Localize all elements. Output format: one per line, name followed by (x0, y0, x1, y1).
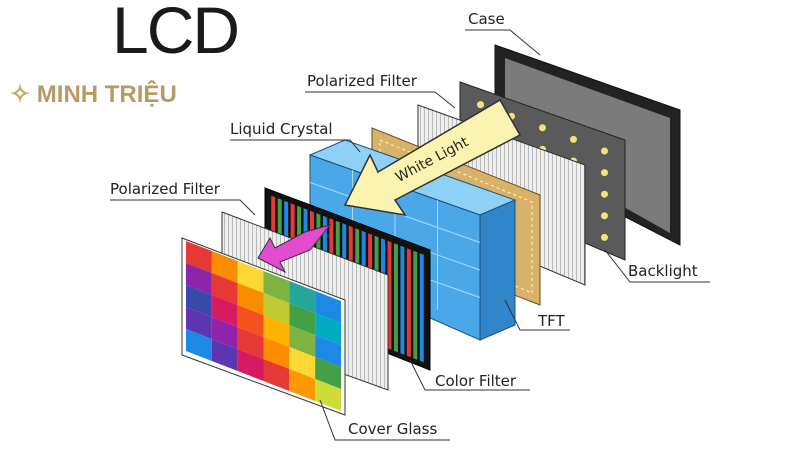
cover-glass-pixel (315, 291, 341, 323)
cover-glass-pixel (315, 335, 341, 367)
backlight-led (601, 233, 608, 241)
watermark-logo: ✧ MINH TRIỆU (10, 81, 177, 108)
cover-glass-pixel (211, 295, 238, 327)
cover-glass-pixel (315, 313, 341, 345)
cover-glass-pixel (237, 305, 264, 337)
backlight-led (477, 101, 484, 109)
color-filter-stripe (419, 253, 424, 363)
cover-glass-pixel (211, 339, 238, 371)
color-filter-stripe (406, 248, 411, 358)
cover-glass-layer (181, 237, 346, 416)
cover-glass-pixel (211, 251, 238, 283)
colored-light-arrow (257, 224, 332, 274)
cover-glass-pixel (289, 369, 316, 401)
cover-glass-pixel (263, 359, 290, 391)
cover-glass-pixel (186, 329, 212, 361)
cover-glass-pixel (186, 285, 212, 317)
label-polarized-filter-back: Polarized Filter (307, 72, 417, 90)
cover-glass-pixel (211, 273, 238, 305)
label-backlight: Backlight (628, 262, 698, 280)
cover-glass-pixel (289, 303, 316, 335)
cover-glass-pixel (263, 293, 290, 325)
backlight-led (601, 169, 608, 177)
cover-glass-pixel (237, 283, 264, 315)
backlight-led (570, 135, 577, 143)
label-tft: TFT (538, 312, 565, 330)
label-cover-glass: Cover Glass (348, 420, 438, 438)
cover-glass-pixel (289, 281, 316, 313)
diagram-title: LCD (112, 0, 240, 67)
cover-glass-pixel (211, 317, 238, 349)
cover-glass-pixel (237, 349, 264, 381)
color-filter-stripe (400, 245, 405, 355)
label-case: Case (468, 10, 505, 28)
white-light-arrow (343, 98, 522, 217)
cover-glass-pixel (289, 325, 316, 357)
cover-glass-pixel (237, 261, 264, 293)
leader-lines (110, 29, 710, 441)
label-color-filter: Color Filter (435, 372, 517, 390)
cover-glass-pixel (237, 327, 264, 359)
backlight-led (601, 190, 608, 198)
label-liquid-crystal: Liquid Crystal (230, 120, 333, 138)
backlight-led (601, 212, 608, 220)
cover-glass-pixel (263, 271, 290, 303)
cover-glass-pixel (289, 347, 316, 379)
color-filter-stripe (413, 250, 418, 360)
cover-glass-pixel (186, 307, 212, 339)
backlight-led (601, 147, 608, 155)
cover-glass-pixel (186, 241, 212, 273)
cover-glass-pixel (315, 357, 341, 389)
label-polarized-filter-front: Polarized Filter (110, 180, 220, 198)
cover-glass-pixel (263, 315, 290, 347)
cover-glass-pixel (186, 263, 212, 295)
color-filter-stripe (393, 243, 398, 353)
backlight-led (539, 124, 546, 132)
cover-glass-pixel (263, 337, 290, 369)
